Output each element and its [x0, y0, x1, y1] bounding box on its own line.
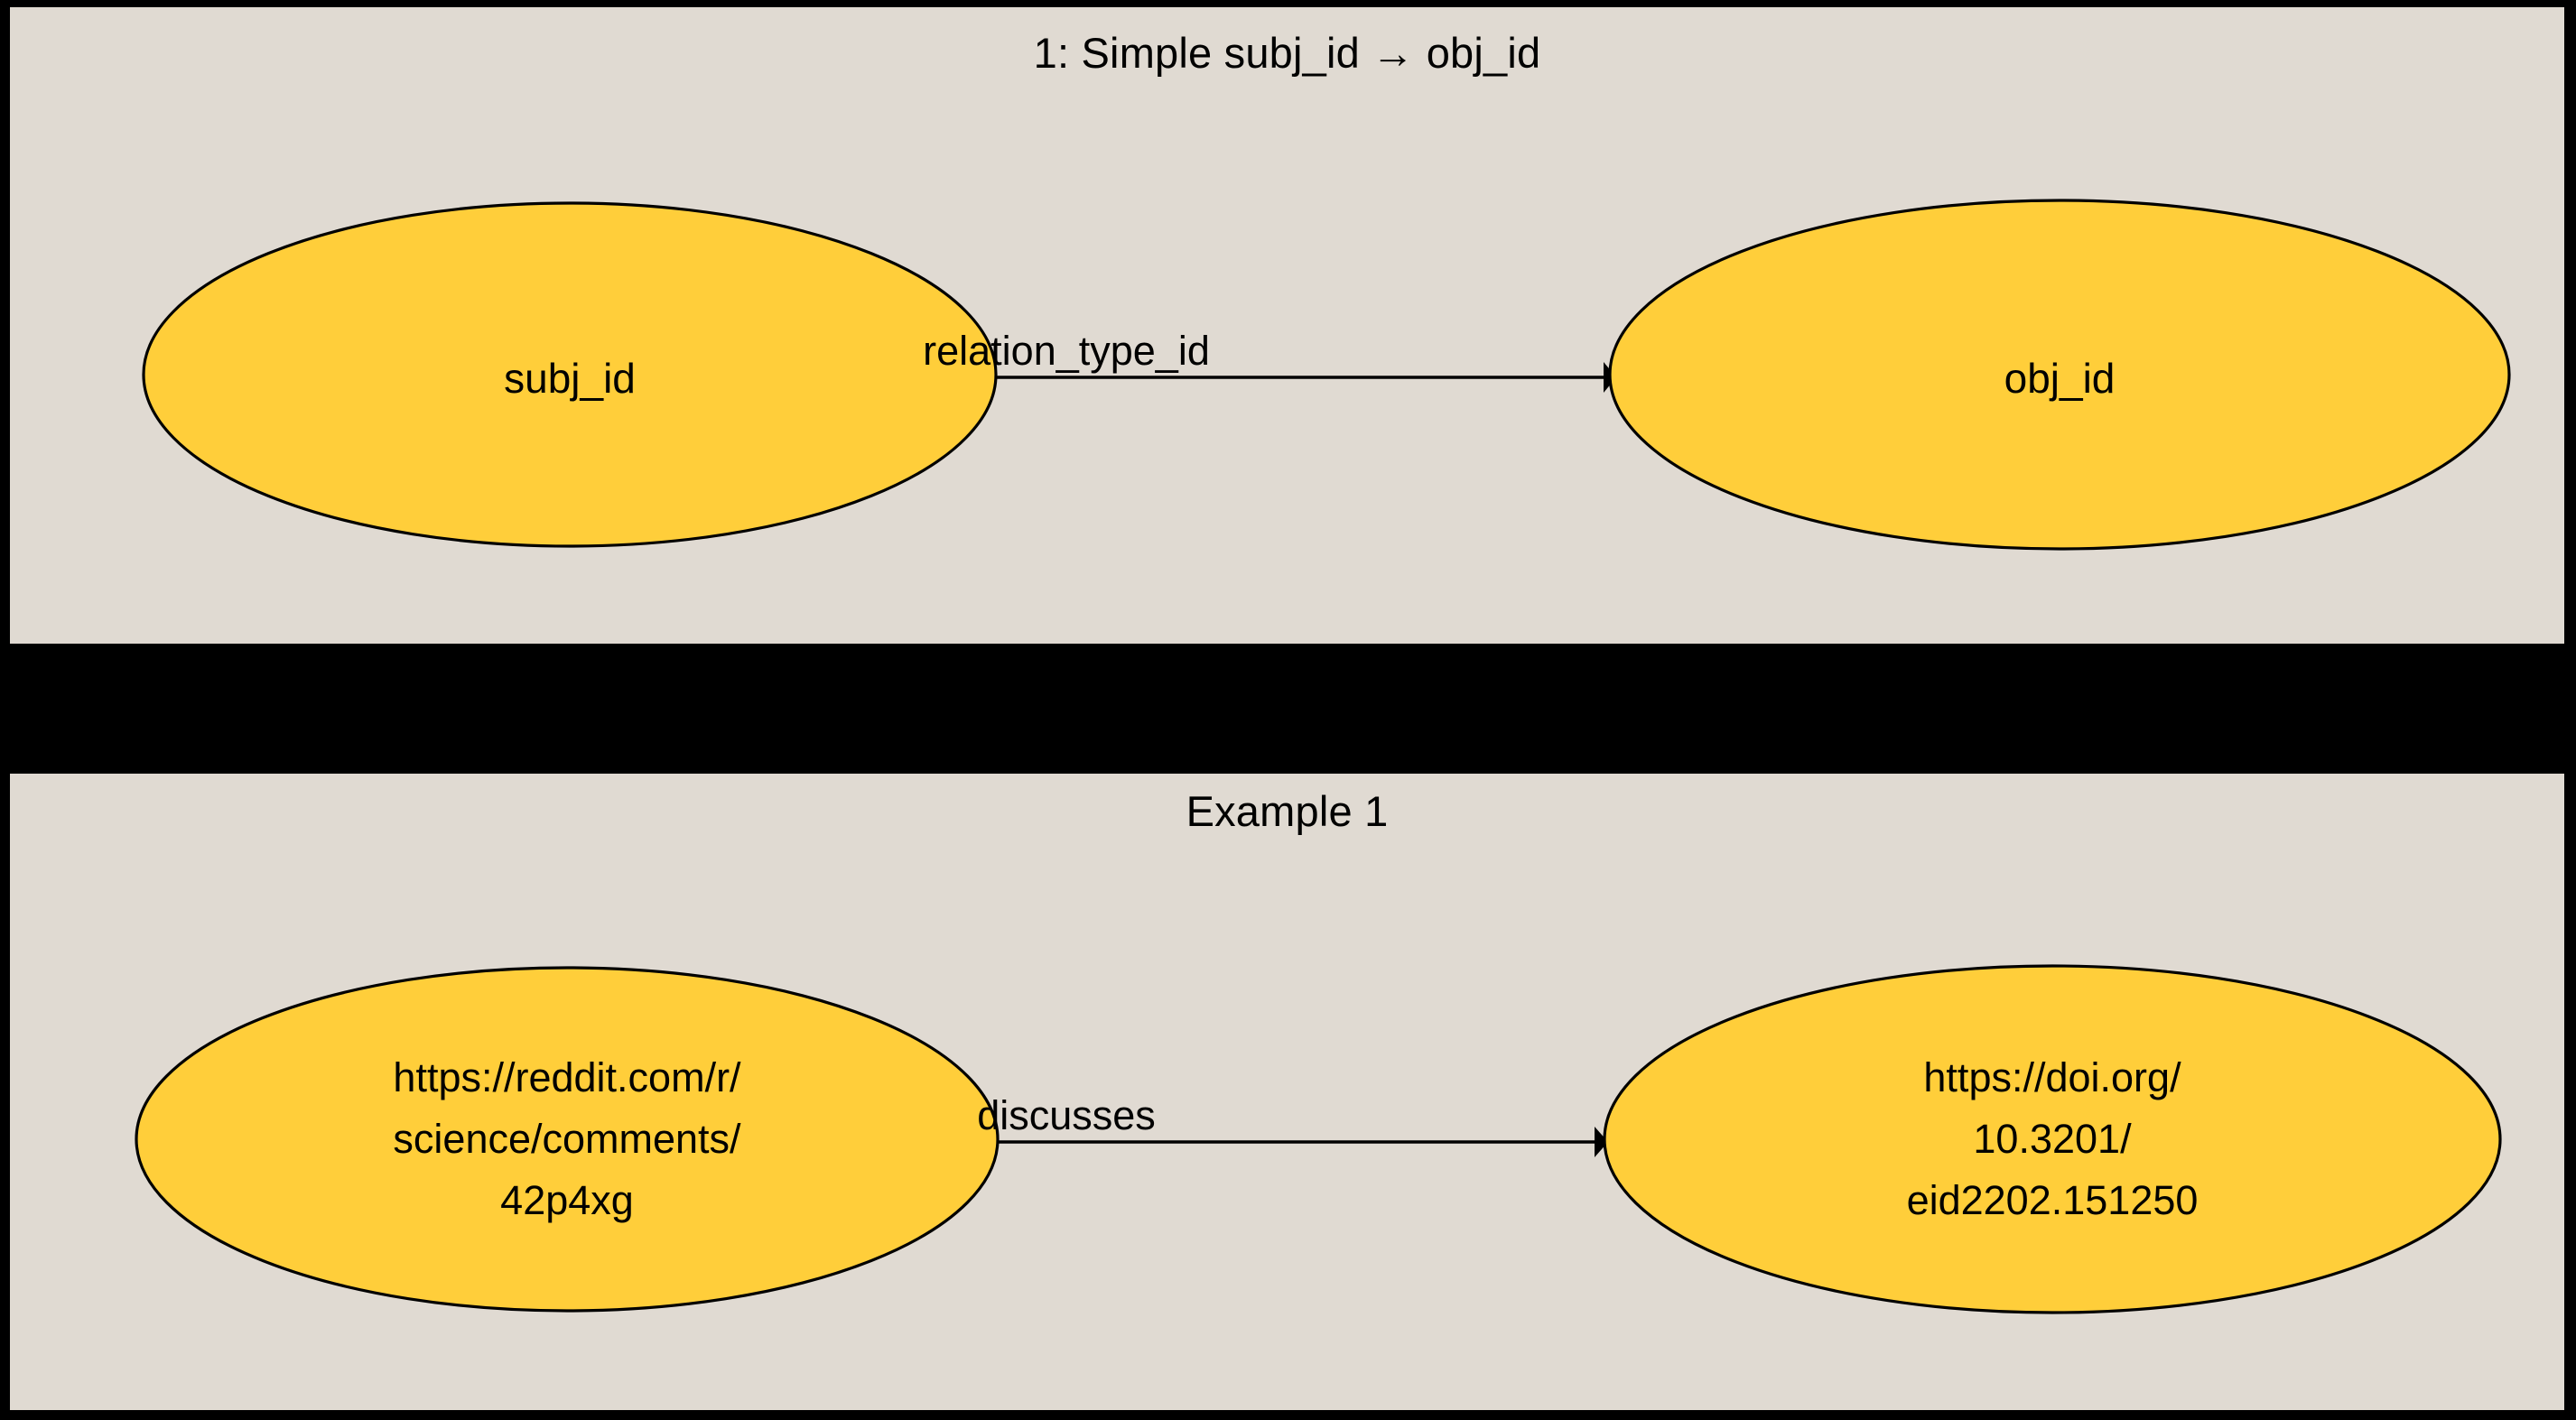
panel-2-graph: https://reddit.com/r/ science/comments/ … — [135, 964, 2502, 1314]
node-reddit-url-shape[interactable] — [135, 966, 1000, 1313]
arrowhead-icon — [1595, 1127, 1608, 1157]
node-doi-url[interactable]: https://doi.org/ 10.3201/ eid2202.151250 — [1603, 964, 2502, 1314]
node-reddit-url-line-1: https://reddit.com/r/ — [393, 1054, 741, 1100]
node-reddit-url-line-3: 42p4xg — [500, 1177, 634, 1223]
node-doi-url-line-2: 10.3201/ — [1973, 1116, 2132, 1162]
node-reddit-url[interactable]: https://reddit.com/r/ science/comments/ … — [135, 966, 1000, 1313]
edge-label-relation-type-id: relation_type_id — [923, 328, 1210, 374]
node-doi-url-line-3: eid2202.151250 — [1907, 1177, 2199, 1223]
node-subj-id-label: subj_id — [504, 355, 636, 402]
node-doi-url-line-1: https://doi.org/ — [1923, 1054, 2181, 1100]
node-reddit-url-line-2: science/comments/ — [393, 1116, 741, 1162]
panel-1-title: 1: Simple subj_id → obj_id — [1033, 29, 1541, 77]
diagram-panel-1: 1: Simple subj_id → obj_id subj_id obj_i… — [10, 7, 2564, 644]
node-obj-id-shape[interactable] — [1608, 199, 2511, 551]
node-doi-url-shape[interactable] — [1603, 964, 2502, 1314]
node-obj-id-label: obj_id — [2004, 355, 2116, 402]
node-subj-id[interactable]: subj_id — [142, 201, 998, 548]
diagram-panel-2: Example 1 https://reddit.com/r/ science/… — [10, 774, 2564, 1410]
edge-label-discusses: discusses — [977, 1092, 1156, 1138]
panel-2-title: Example 1 — [1186, 787, 1389, 835]
panel-divider-band — [0, 644, 2576, 774]
node-obj-id[interactable]: obj_id — [1608, 199, 2511, 551]
node-subj-id-shape[interactable] — [142, 201, 998, 548]
panel-1-graph: subj_id obj_id relation_type_id — [142, 199, 2511, 551]
